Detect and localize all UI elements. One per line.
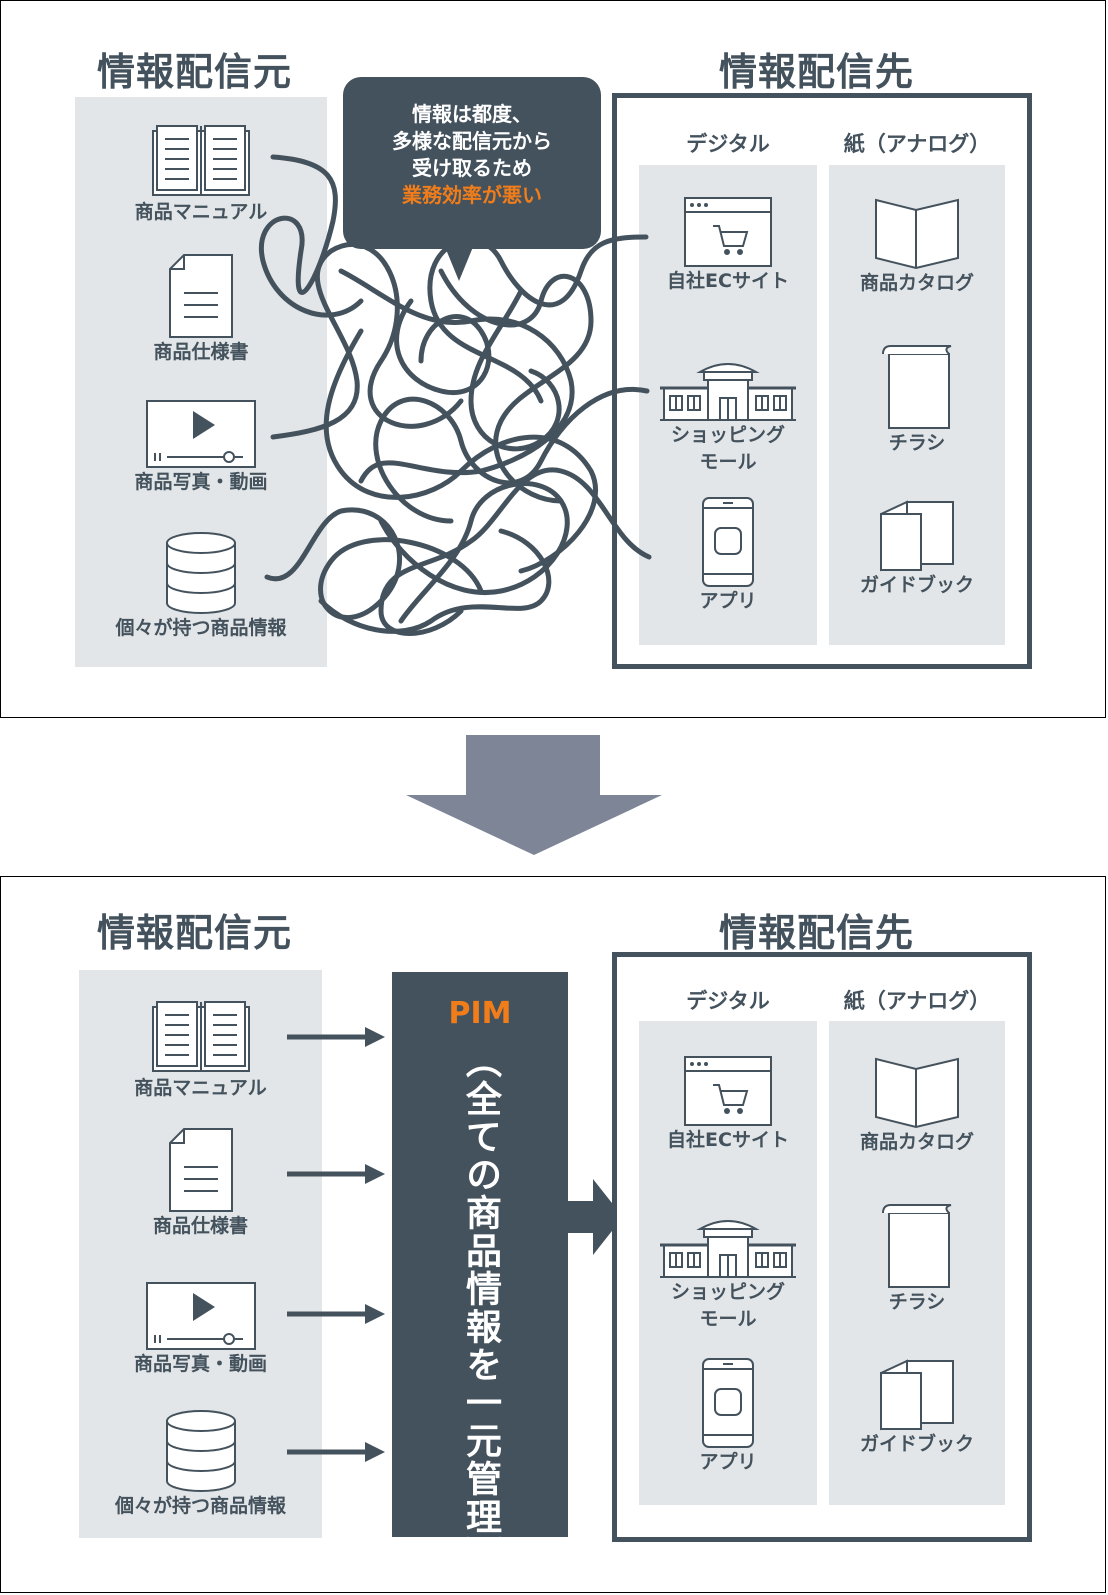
book-icon xyxy=(152,125,250,196)
dest-item-shopping-mall: ショッピング モール xyxy=(639,356,817,476)
dest-item-catalog: 商品カタログ xyxy=(829,1055,1005,1156)
destination-heading: 情報配信先 xyxy=(719,911,915,955)
source-item-spec: 商品仕様書 xyxy=(79,1127,322,1240)
before-panel: 情報配信元 情報配信先 商品マニュアル 商品仕様書 xyxy=(0,0,1106,718)
tangled-lines xyxy=(258,154,652,636)
flyer-icon xyxy=(882,345,952,429)
database-icon xyxy=(165,1410,236,1492)
pim-title: PIM xyxy=(448,996,512,1031)
callout-line-3: 受け取るため xyxy=(412,156,532,180)
source-label: 商品仕様書 xyxy=(153,341,249,363)
pim-box: PIM （全ての商品情報を一元管理） xyxy=(392,972,568,1574)
arrow-right-icon xyxy=(567,1179,623,1255)
callout-line-1: 情報は都度、 xyxy=(412,102,532,126)
dest-label: アプリ xyxy=(699,1451,757,1473)
document-icon xyxy=(169,254,233,338)
callout-line-2: 多様な配信元から xyxy=(392,129,552,153)
source-item-manual: 商品マニュアル xyxy=(79,999,322,1102)
video-player-icon xyxy=(145,1282,256,1350)
callout-highlight: 業務効率が悪い xyxy=(402,183,542,207)
dest-label: ガイドブック xyxy=(859,574,974,596)
guidebook-icon xyxy=(880,500,954,572)
source-item-database: 個々が持つ商品情報 xyxy=(79,1409,322,1520)
source-label: 商品マニュアル xyxy=(134,1077,267,1099)
paper-column-title: 紙（アナログ） xyxy=(843,132,991,156)
browser-cart-icon xyxy=(684,197,772,267)
dest-item-catalog: 商品カタログ xyxy=(829,196,1005,297)
after-panel: 情報配信元 情報配信先 商品マニュアル 商品仕様書 xyxy=(0,876,1106,1593)
arrow-right-icon xyxy=(287,1442,385,1462)
source-item-video: 商品写真・動画 xyxy=(75,399,327,496)
callout-tail xyxy=(445,247,473,281)
dest-label-line2: モール xyxy=(699,451,757,473)
digital-column-title: デジタル xyxy=(686,989,770,1013)
arrow-right-icon xyxy=(287,1304,385,1324)
source-label: 商品写真・動画 xyxy=(134,471,268,493)
source-label: 個々が持つ商品情報 xyxy=(115,617,287,639)
dest-label-line2: モール xyxy=(699,1308,757,1330)
dest-item-guidebook: ガイドブック xyxy=(829,500,1005,599)
guidebook-icon xyxy=(880,1359,954,1431)
shopping-mall-icon xyxy=(660,363,796,421)
database-icon xyxy=(166,532,236,614)
dest-item-ec-site: 自社ECサイト xyxy=(639,1055,817,1154)
source-heading: 情報配信元 xyxy=(97,50,293,94)
source-item-video: 商品写真・動画 xyxy=(79,1281,322,1378)
dest-label: チラシ xyxy=(888,432,946,454)
arrow-right-icon xyxy=(287,1164,385,1184)
flow-arrows xyxy=(287,1027,623,1462)
dest-label: 商品カタログ xyxy=(859,272,974,294)
browser-cart-icon xyxy=(684,1056,772,1126)
dest-label: アプリ xyxy=(699,590,757,612)
dest-item-flyer: チラシ xyxy=(829,344,1005,457)
dest-label: 自社ECサイト xyxy=(667,1129,789,1151)
flyer-icon xyxy=(882,1204,952,1288)
arrow-right-icon xyxy=(287,1027,385,1047)
pim-subtitle: （全ての商品情報を一元管理） xyxy=(460,1042,501,1574)
video-player-icon xyxy=(146,400,256,468)
source-heading: 情報配信元 xyxy=(97,911,293,955)
shopping-mall-icon xyxy=(660,1220,796,1278)
dest-label-line1: ショッピング xyxy=(670,424,785,446)
dest-item-app: アプリ xyxy=(639,1357,817,1476)
source-label: 個々が持つ商品情報 xyxy=(114,1495,286,1517)
book-icon xyxy=(151,1001,250,1072)
dest-item-shopping-mall: ショッピング モール xyxy=(639,1213,817,1333)
dest-item-app: アプリ xyxy=(639,496,817,615)
dest-item-guidebook: ガイドブック xyxy=(829,1359,1005,1458)
catalog-icon xyxy=(875,198,959,270)
destination-panel: デジタル 紙（アナログ） 自社ECサイト xyxy=(612,93,1032,669)
source-item-spec: 商品仕様書 xyxy=(75,253,327,366)
smartphone-icon xyxy=(702,497,754,587)
dest-label: ガイドブック xyxy=(859,1433,974,1455)
digital-column-title: デジタル xyxy=(686,132,770,156)
destination-heading: 情報配信先 xyxy=(719,50,915,94)
source-item-database: 個々が持つ商品情報 xyxy=(75,531,327,642)
source-label: 商品仕様書 xyxy=(152,1215,248,1237)
dest-label: 商品カタログ xyxy=(859,1131,974,1153)
source-label: 商品マニュアル xyxy=(134,201,268,223)
source-label: 商品写真・動画 xyxy=(133,1353,267,1375)
dest-item-ec-site: 自社ECサイト xyxy=(639,196,817,295)
dest-label-line1: ショッピング xyxy=(670,1281,785,1303)
dest-item-flyer: チラシ xyxy=(829,1203,1005,1316)
catalog-icon xyxy=(875,1057,959,1129)
smartphone-icon xyxy=(702,1358,754,1448)
source-item-manual: 商品マニュアル xyxy=(75,123,327,226)
problem-callout: 情報は都度、 多様な配信元から 受け取るため 業務効率が悪い xyxy=(343,77,601,249)
dest-label: 自社ECサイト xyxy=(667,270,789,292)
destination-panel: デジタル 紙（アナログ） 自社ECサイト xyxy=(612,952,1032,1542)
paper-column-title: 紙（アナログ） xyxy=(843,989,991,1013)
down-arrow-icon xyxy=(406,735,662,855)
document-icon xyxy=(168,1128,233,1212)
dest-label: チラシ xyxy=(888,1291,946,1313)
